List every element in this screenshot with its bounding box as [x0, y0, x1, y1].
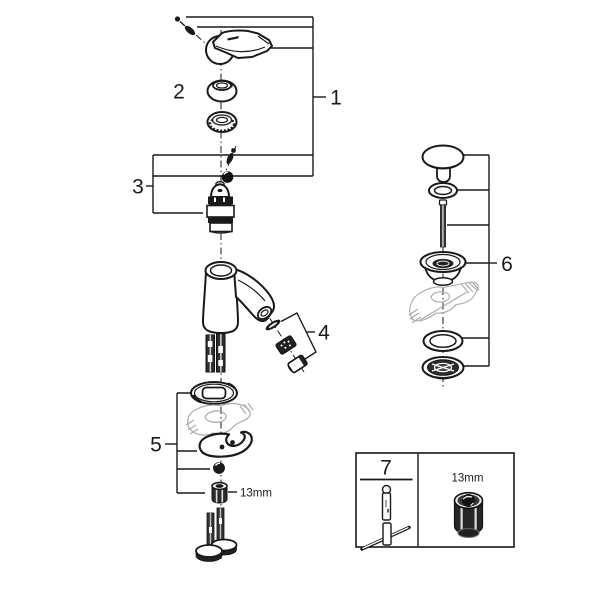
callout-bracket-4: [280, 312, 317, 362]
escutcheon-flange: [190, 381, 238, 405]
socket-13mm: [453, 491, 484, 538]
callout-4-label: 4: [318, 322, 330, 345]
handle-screw: [174, 16, 196, 36]
callout-bracket-1: [186, 16, 326, 176]
drain-wedge-sketch: [408, 281, 480, 324]
drain-washer: [422, 330, 464, 352]
cap-ring: [206, 79, 238, 103]
tool-nut-size-label: 13mm: [452, 473, 484, 485]
tool-box: [355, 452, 515, 551]
stabilizer-plate-sketch: [185, 402, 254, 436]
cartridge: [206, 181, 235, 234]
cartridge-screw: [218, 148, 236, 187]
callout-bracket-6: [447, 154, 497, 367]
drain-pull-rod: [438, 199, 448, 248]
callout-3-label: 3: [132, 176, 144, 199]
nut-size-label: 13mm: [240, 488, 272, 500]
pivot-ball: [213, 462, 225, 474]
retaining-bracket: [198, 430, 253, 458]
inlet-shanks: [205, 333, 226, 373]
lever-handle: [205, 29, 273, 65]
aerator-set: [265, 319, 308, 374]
mounting-studs: [195, 507, 238, 562]
drain-flange: [419, 251, 467, 287]
callout-2-label: 2: [173, 81, 185, 104]
drain-stopper-cap: [421, 144, 465, 183]
callout-1-label: 1: [330, 87, 342, 110]
installation-tool: [360, 484, 411, 551]
drain-locknut: [421, 356, 465, 380]
faucet-body: [202, 261, 276, 334]
callout-labels: 1 2 3 4 5 6 7 13mm 13mm: [132, 81, 513, 500]
callout-7-label: 7: [380, 457, 392, 480]
threaded-ring: [206, 111, 238, 133]
mounting-nut: [211, 481, 228, 504]
callout-6-label: 6: [501, 253, 513, 276]
drain-o-ring: [428, 182, 458, 199]
callout-5-label: 5: [150, 434, 162, 457]
